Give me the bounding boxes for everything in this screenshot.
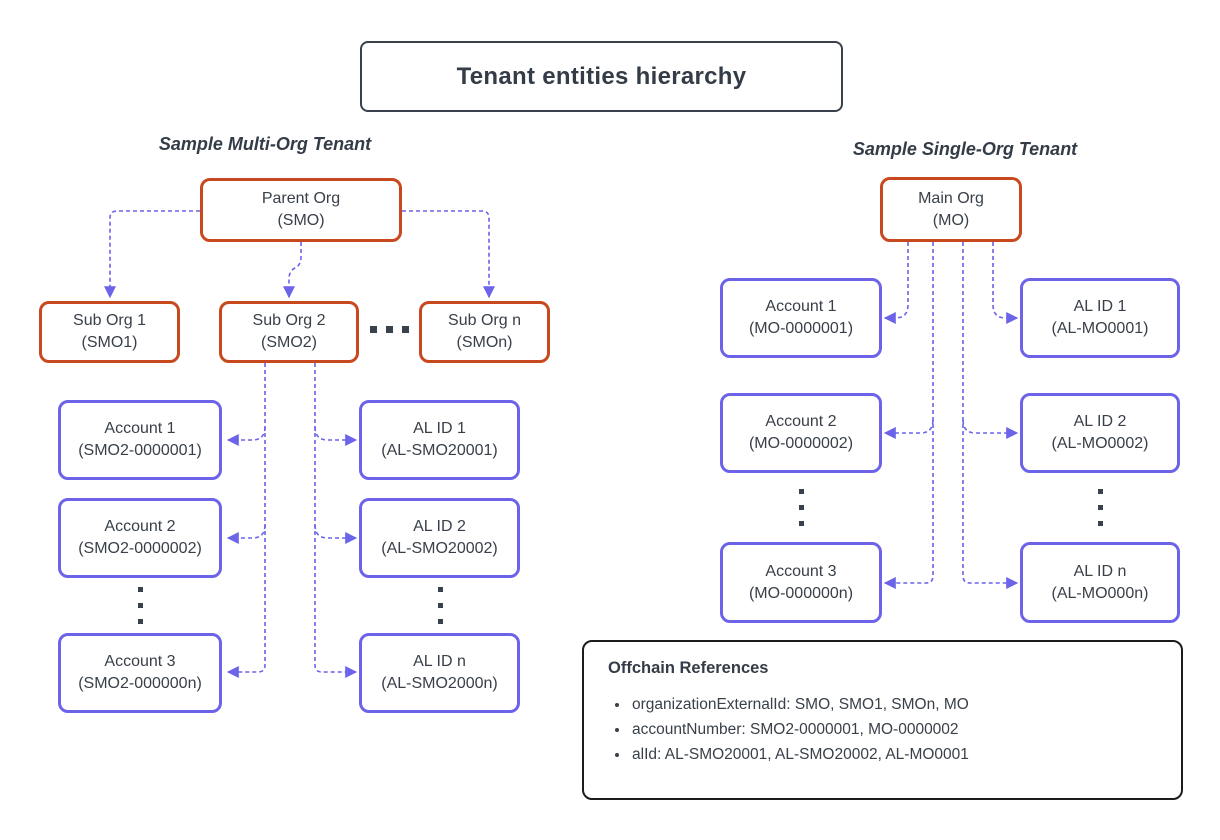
node-id: (AL-SMO20001) [381, 442, 498, 459]
edge-mainorg-to-account2 [883, 419, 934, 439]
node-name: Sub Org n [448, 312, 521, 329]
node-name: Account 3 [765, 562, 837, 580]
edge-suborg2-to-alid2 [314, 524, 358, 544]
node-id: (MO-000000n) [748, 584, 854, 602]
offchain-item: alId: AL-SMO20001, AL-SMO20002, AL-MO000… [630, 742, 1157, 767]
al-id-2-box: AL ID 2 (AL-SMO20002) [359, 498, 520, 578]
sub-org-n-box: Sub Org n (SMOn) [419, 301, 550, 363]
node-name: AL ID 1 [1073, 298, 1127, 315]
sub-org-1-box: Sub Org 1 (SMO1) [39, 301, 180, 363]
node-id: (SMO2) [261, 334, 317, 351]
node-name: Account 3 [104, 653, 176, 670]
sub-org-2-box: Sub Org 2 (SMO2) [219, 301, 359, 363]
offchain-references-panel: Offchain References organizationExternal… [582, 640, 1183, 800]
edge-mainorg-to-account3 [883, 242, 934, 589]
node-name: Account 1 [765, 298, 837, 315]
page-title-label: Tenant entities hierarchy [456, 62, 747, 90]
edge-mainorg-to-alidn [962, 242, 1019, 589]
account-3-box: Account 3 (SMO2-000000n) [58, 633, 222, 713]
edge-mainorg-to-account1 [883, 242, 909, 324]
offchain-item: accountNumber: SMO2-0000001, MO-0000002 [630, 717, 1157, 742]
node-id: (SMO2-0000001) [78, 442, 202, 459]
account-1-box: Account 1 (SMO2-0000001) [58, 400, 222, 480]
accounts-ellipsis [787, 489, 815, 531]
offchain-title: Offchain References [608, 659, 769, 677]
single-org-heading: Sample Single-Org Tenant [852, 139, 1078, 159]
node-id: (SMOn) [456, 334, 513, 351]
node-name: Sub Org 1 [73, 312, 146, 329]
node-name: AL ID 2 [413, 518, 466, 535]
node-id: (AL-SMO20002) [381, 540, 498, 557]
node-id: (MO-0000001) [748, 320, 854, 337]
al-id-1-box: AL ID 1 (AL-MO0001) [1020, 278, 1180, 358]
edge-parent-to-suborgn [402, 210, 495, 299]
node-name: AL ID n [1073, 562, 1127, 580]
node-id: (AL-MO0002) [1051, 435, 1149, 452]
sub-org-ellipsis [362, 322, 416, 336]
main-org-box: Main Org (MO) [880, 177, 1022, 242]
edge-parent-to-suborg2 [283, 242, 302, 299]
accounts-ellipsis [126, 587, 154, 629]
node-name: Sub Org 2 [252, 312, 326, 329]
account-3-box: Account 3 (MO-000000n) [720, 542, 882, 623]
al-ids-ellipsis [1086, 489, 1114, 531]
node-id: (AL-MO000n) [1051, 584, 1149, 602]
node-name: Main Org [918, 189, 984, 207]
edge-suborg2-to-account3 [226, 363, 266, 678]
node-name: Parent Org [261, 190, 341, 207]
multi-org-heading: Sample Multi-Org Tenant [158, 134, 372, 154]
node-id: (MO) [932, 211, 970, 229]
offchain-item: organizationExternalId: SMO, SMO1, SMOn,… [630, 692, 1157, 717]
node-name: Account 1 [104, 420, 176, 437]
node-id: (SMO2-0000002) [78, 540, 202, 557]
account-1-box: Account 1 (MO-0000001) [720, 278, 882, 358]
node-name: Account 2 [765, 413, 837, 430]
node-name: Account 2 [104, 518, 176, 535]
account-2-box: Account 2 (MO-0000002) [720, 393, 882, 473]
edge-mainorg-to-alid2 [962, 419, 1019, 439]
edge-suborg2-to-alidn [314, 363, 358, 678]
edge-parent-to-suborg1 [104, 210, 200, 299]
al-id-n-box: AL ID n (AL-SMO2000n) [359, 633, 520, 713]
parent-org-box: Parent Org (SMO) [200, 178, 402, 242]
node-id: (SMO1) [81, 334, 138, 351]
offchain-list: organizationExternalId: SMO, SMO1, SMOn,… [608, 692, 1157, 767]
al-id-n-box: AL ID n (AL-MO000n) [1020, 542, 1180, 623]
page-title: Tenant entities hierarchy [360, 41, 843, 112]
node-name: AL ID 2 [1073, 413, 1127, 430]
edge-suborg2-to-account2 [226, 524, 266, 544]
edge-suborg2-to-account1 [226, 426, 266, 446]
node-name: AL ID n [413, 653, 466, 670]
node-name: AL ID 1 [413, 420, 466, 437]
al-id-2-box: AL ID 2 (AL-MO0002) [1020, 393, 1180, 473]
al-id-1-box: AL ID 1 (AL-SMO20001) [359, 400, 520, 480]
edge-suborg2-to-alid1 [314, 426, 358, 446]
edge-mainorg-to-alid1 [992, 242, 1019, 324]
node-id: (AL-MO0001) [1051, 320, 1149, 337]
node-id: (AL-SMO2000n) [381, 675, 498, 692]
al-ids-ellipsis [426, 587, 454, 629]
node-id: (MO-0000002) [748, 435, 854, 452]
node-id: (SMO) [277, 212, 325, 229]
account-2-box: Account 2 (SMO2-0000002) [58, 498, 222, 578]
node-id: (SMO2-000000n) [78, 675, 202, 692]
